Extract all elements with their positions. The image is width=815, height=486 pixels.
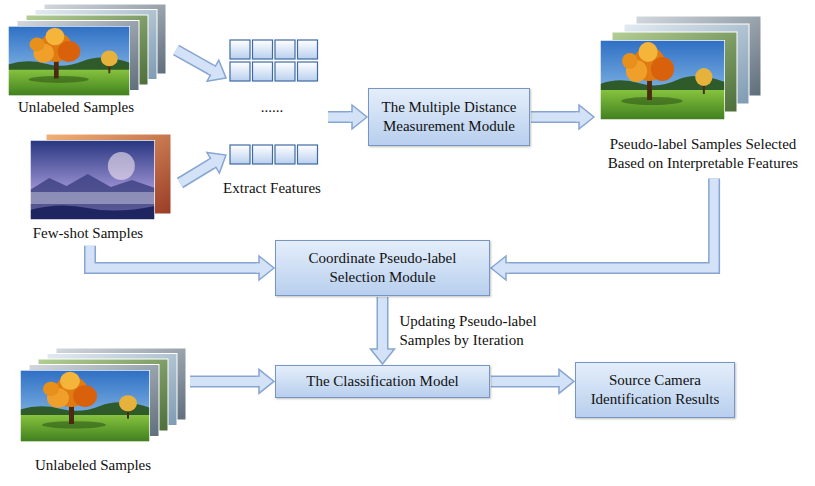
image-stack: Few-shot Samples (28, 138, 178, 243)
arrow-outline (491, 375, 560, 387)
result-box: Source Camera Identification Results (575, 362, 735, 418)
connector-arrow (491, 179, 714, 281)
arrow-joint (576, 113, 582, 122)
arrow-shaft (176, 50, 214, 71)
photo-stack (30, 134, 171, 220)
arrow-shaft (378, 297, 387, 350)
connector-arrow (190, 369, 274, 393)
edge-label: Updating Pseudo-label Samples by Iterati… (398, 312, 562, 350)
process-box: Coordinate Pseudo-label Selection Module (275, 240, 490, 296)
connector-arrow (531, 105, 594, 129)
arrow-shaft (491, 377, 560, 386)
arrow-shaft (90, 246, 260, 268)
connector-arrow (180, 153, 226, 183)
arrow-joint (256, 264, 262, 273)
arrow-joint (211, 161, 216, 164)
box-label: Coordinate Pseudo-label Selection Module (294, 249, 471, 287)
caption: ...... (212, 98, 332, 117)
arrow-joint (256, 377, 262, 386)
connector-arrow (90, 246, 274, 280)
caption: Few-shot Samples (28, 224, 148, 243)
process-box: The Classification Model (275, 365, 490, 398)
autumn-photo (8, 26, 130, 96)
arrow-joint (349, 113, 355, 122)
connector-arrow (176, 50, 226, 81)
box-label: The Classification Model (306, 372, 458, 391)
image-stack: Unlabeled Samples (5, 2, 173, 117)
photo-stack (8, 4, 166, 96)
caption: Pseudo-label Samples Selected Based on I… (592, 135, 814, 173)
caption: Extract Features (212, 179, 332, 198)
arrow-outline (180, 162, 214, 183)
image-stack: Pseudo-label Samples Selected Based on I… (592, 10, 814, 173)
process-box: The Multiple Distance Measurement Module (368, 88, 530, 146)
arrow-joint (503, 264, 509, 273)
arrow-outline (531, 111, 580, 123)
feature-block: ...... Extract Features (212, 38, 332, 198)
caption: Unlabeled Samples (18, 456, 168, 475)
arrow-shaft (180, 162, 214, 183)
arrow-outline (377, 297, 389, 350)
connector-arrow (491, 369, 574, 393)
arrow-outline (90, 246, 260, 268)
arrow-head (207, 153, 226, 174)
arrow-shaft (505, 179, 714, 269)
photo-stack (20, 348, 186, 442)
photo-stack (600, 16, 761, 120)
box-label: The Multiple Distance Measurement Module (375, 98, 523, 136)
arrow-shaft (531, 113, 580, 122)
arrow-joint (556, 377, 562, 386)
arrow-joint (210, 69, 215, 72)
arrow-head (207, 60, 226, 81)
misty-photo (30, 140, 155, 220)
connector-arrow (328, 105, 367, 129)
caption: Unlabeled Samples (5, 98, 147, 117)
box-label: Source Camera Identification Results (580, 371, 730, 409)
arrow-joint (378, 346, 387, 352)
image-stack: Unlabeled Samples (18, 348, 188, 475)
arrow-outline (176, 50, 214, 71)
connector-arrow (371, 297, 395, 364)
arrow-shaft (190, 377, 260, 386)
arrow-outline (505, 179, 714, 269)
arrow-outline (190, 375, 260, 387)
autumn-photo (20, 370, 150, 442)
autumn-photo (600, 40, 725, 120)
